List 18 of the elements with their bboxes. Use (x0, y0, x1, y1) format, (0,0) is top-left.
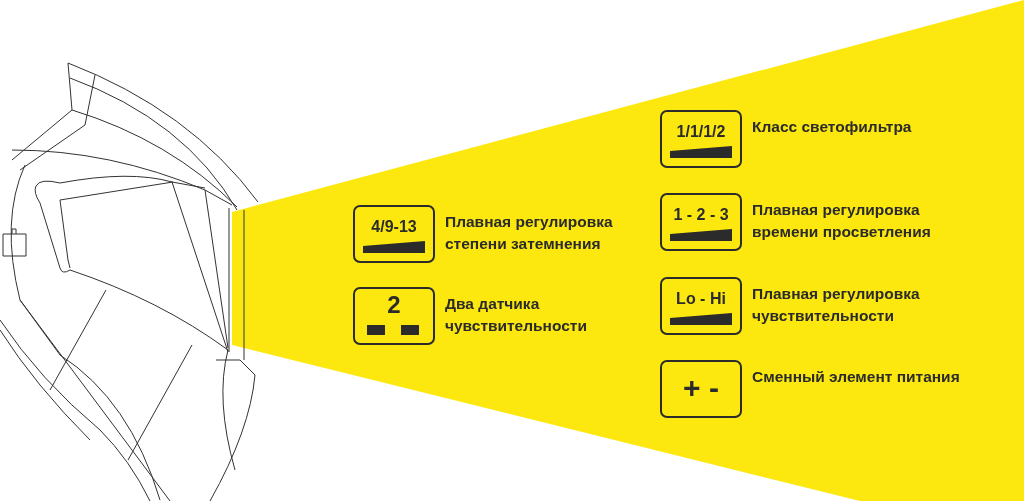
feature-caption: Класс светофильтра (752, 117, 913, 137)
badge-value: 4/9-13 (370, 217, 418, 237)
icon-badge (660, 110, 742, 168)
feature-caption: Два датчика чувствительности (445, 294, 588, 336)
icon-badge (660, 193, 742, 251)
feature-caption: Плавная регулировка степени затемнения (445, 212, 614, 254)
feature-caption: Плавная регулировка чувствительности (752, 284, 921, 326)
feature-caption: Сменный элемент питания (752, 367, 961, 387)
feature-caption: Плавная регулировка времени просветления (752, 200, 932, 242)
icon-badge (353, 287, 435, 345)
badge-value: Lo - Hi (675, 289, 727, 309)
badge-value: 1 - 2 - 3 (672, 205, 730, 225)
badge-value: + - (682, 371, 720, 405)
icon-badge (660, 277, 742, 335)
badge-value: 2 (386, 291, 402, 319)
icon-badge (353, 205, 435, 263)
badge-value: 1/1/1/2 (675, 122, 727, 142)
icon-badge (660, 360, 742, 418)
